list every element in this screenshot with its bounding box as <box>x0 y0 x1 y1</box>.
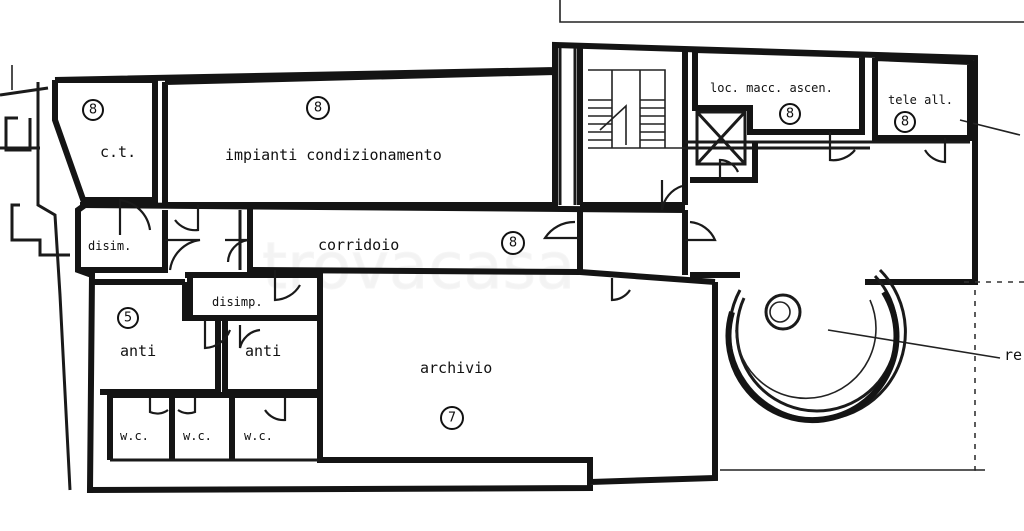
room-number-tele-all: 8 <box>901 115 909 130</box>
staircase <box>588 69 685 149</box>
room-label-tele-all: tele all. <box>888 93 953 107</box>
round-tower <box>725 268 907 423</box>
room-number-loc-macc: 8 <box>786 107 794 122</box>
room-label-archivio: archivio <box>420 359 492 377</box>
room-number-corridoio: 8 <box>509 236 517 251</box>
room-label-wc2: w.c. <box>183 429 212 443</box>
room-number-ct: 8 <box>89 103 97 118</box>
room-number-anti: 5 <box>124 311 132 326</box>
room-number-impianti: 8 <box>314 101 322 116</box>
site-boundary <box>559 0 1024 471</box>
room-label-corridoio: corridoio <box>318 236 399 254</box>
interior-walls <box>55 45 973 482</box>
room-number-archivio: 7 <box>448 411 456 426</box>
room-label-anti-left: anti <box>120 342 156 360</box>
door-swings <box>118 132 947 422</box>
room-labels: c.t. impianti condizionamento loc. macc.… <box>88 81 1022 443</box>
room-label-disim: disim. <box>88 239 131 253</box>
edge-label: re <box>1004 346 1022 364</box>
room-label-impianti: impianti condizionamento <box>225 146 442 164</box>
room-label-loc-macc: loc. macc. ascen. <box>710 81 833 95</box>
room-label-wc3: w.c. <box>244 429 273 443</box>
room-label-ct: c.t. <box>100 143 136 161</box>
watermark-text: trovacasa <box>262 230 575 304</box>
elevator-shaft-icon <box>695 110 747 166</box>
room-label-disimp: disimp. <box>212 295 263 309</box>
room-number-markers: 8 8 8 8 8 5 7 <box>82 96 916 430</box>
room-label-wc1: w.c. <box>120 429 149 443</box>
room-label-anti-right: anti <box>245 342 281 360</box>
